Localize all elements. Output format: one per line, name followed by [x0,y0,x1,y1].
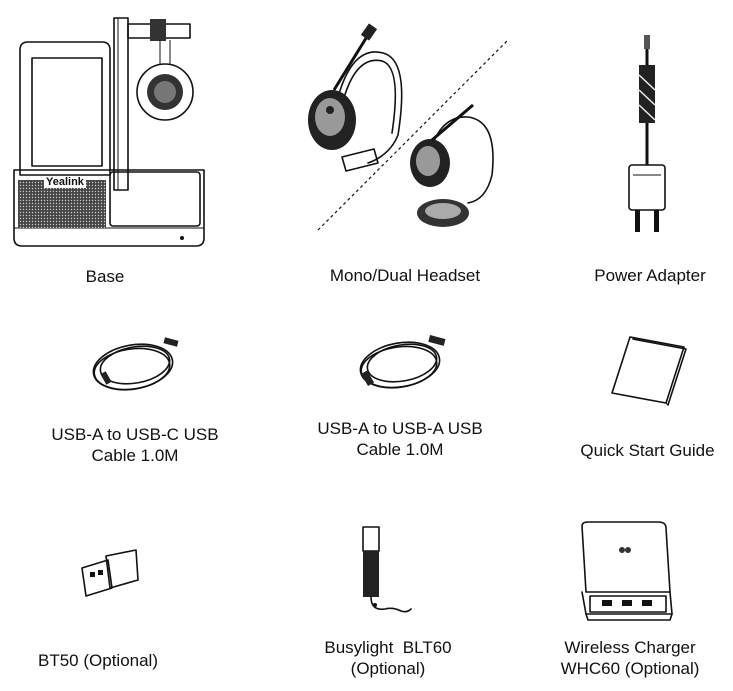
charger-item [578,520,678,625]
caption-base: Base [85,267,125,286]
caption-usb-c-cable: USB-A to USB-C USB Cable 1.0M [51,425,219,465]
wireless-charger-icon [581,521,673,621]
busylight-item [355,525,415,615]
usb-c-cable-icon [92,337,179,391]
usb-dongle-icon [81,549,139,597]
guide-booklet-icon [611,336,687,406]
guide-item [608,335,688,406]
headset-item [298,23,513,235]
usb-a-cable-icon [359,335,446,389]
base-station-icon [13,17,205,247]
usb-a-cable-item [355,335,455,395]
busylight-icon [362,526,412,613]
caption-power-adapter: Power Adapter [594,266,706,285]
caption-charger: Wireless Charger WHC60 (Optional) [560,638,700,678]
base-brand-label: Yealink [44,176,86,188]
caption-usb-a-cable: USB-A to USB-A USB Cable 1.0M [317,419,483,459]
headset-icon [308,23,509,231]
power-adapter-icon [628,35,666,232]
power-adapter-item [615,35,675,245]
usb-c-cable-item [88,335,188,395]
base-item: Yealink [10,10,210,255]
caption-guide: Quick Start Guide [580,441,715,460]
bt50-item [78,549,140,600]
caption-headset: Mono/Dual Headset [329,266,481,285]
caption-busylight: Busylight BLT60 (Optional) [324,638,452,678]
caption-bt50: BT50 (Optional) [38,651,158,670]
